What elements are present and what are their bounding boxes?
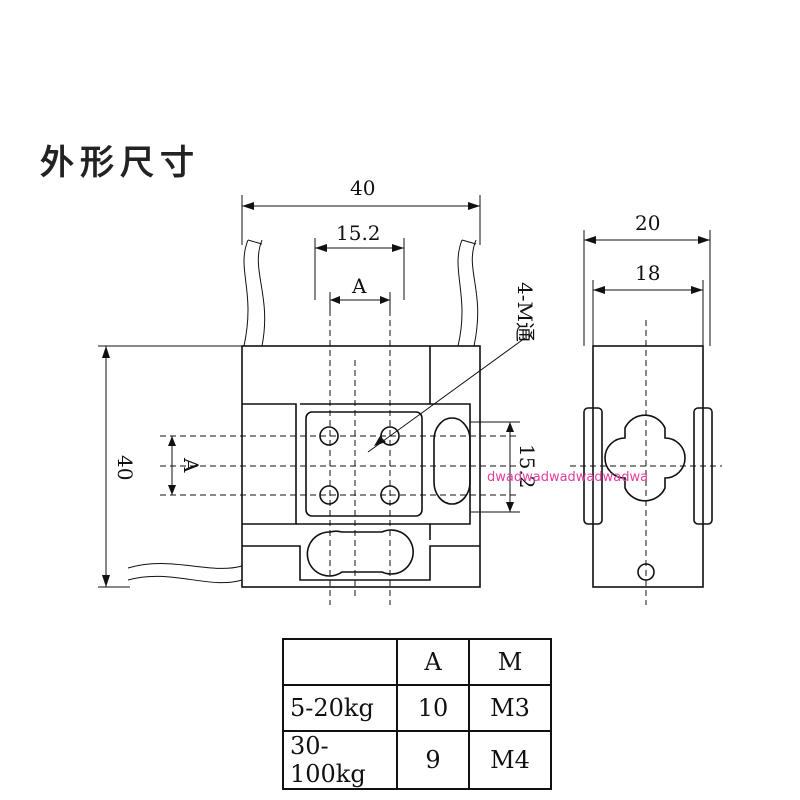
dim-side-inner-label: 18 — [635, 261, 660, 285]
dim-a-left-label: A — [179, 457, 203, 473]
dim-width — [241, 195, 481, 245]
watermark-text: dwadwadwadwadwadwa — [487, 470, 649, 485]
table-header-cell: M — [468, 638, 552, 686]
dim-width-label: 40 — [350, 176, 375, 200]
dim-hole-y-label: 15.2 — [515, 444, 539, 489]
dim-hole-x-label: 15.2 — [336, 221, 381, 245]
mount-plate — [305, 411, 423, 517]
table-cell: 5-20kg — [282, 684, 398, 732]
table-header-cell — [282, 638, 398, 686]
cable-bottom-b — [127, 575, 243, 584]
dim-a-left — [168, 436, 176, 495]
table-header-row: A M — [282, 638, 552, 686]
table-header-cell: A — [396, 638, 470, 686]
table-row: 5-20kg 10 M3 — [282, 684, 552, 732]
cable-bottom-a — [127, 562, 243, 569]
cable-left-b — [257, 239, 266, 347]
table-cell: 30-100kg — [282, 730, 398, 790]
cable-right-b — [471, 239, 479, 347]
table-row: 30-100kg 9 M4 — [282, 730, 552, 790]
side-view — [570, 320, 722, 605]
table-cell: 10 — [396, 684, 470, 732]
dim-hole-x — [314, 238, 405, 300]
cable-right-a — [457, 239, 463, 347]
dim-side-outer — [583, 230, 711, 346]
side-body-outline — [592, 345, 704, 588]
table-cell: M4 — [468, 730, 552, 790]
dim-side-outer-label: 20 — [635, 211, 660, 235]
left-step — [242, 403, 297, 525]
dim-height — [98, 345, 242, 588]
side-slot — [604, 414, 686, 502]
dim-height-label: 40 — [113, 455, 137, 480]
front-view — [127, 239, 526, 605]
hole-callout-label: 4-M通 — [513, 282, 537, 342]
right-slot — [433, 417, 471, 505]
bottom-slot — [306, 529, 414, 577]
table-cell: M3 — [468, 684, 552, 732]
dim-side-inner — [592, 280, 704, 346]
dim-a-top-label: A — [351, 274, 367, 298]
table-cell: 9 — [396, 730, 470, 790]
hole-leader — [367, 337, 526, 453]
page-title: 外形尺寸 — [40, 143, 200, 183]
dim-a-top — [329, 292, 391, 312]
cable-left-a — [243, 239, 249, 347]
spec-table: A M 5-20kg 10 M3 30-100kg 9 M4 — [282, 638, 552, 790]
dim-hole-y — [470, 421, 520, 513]
